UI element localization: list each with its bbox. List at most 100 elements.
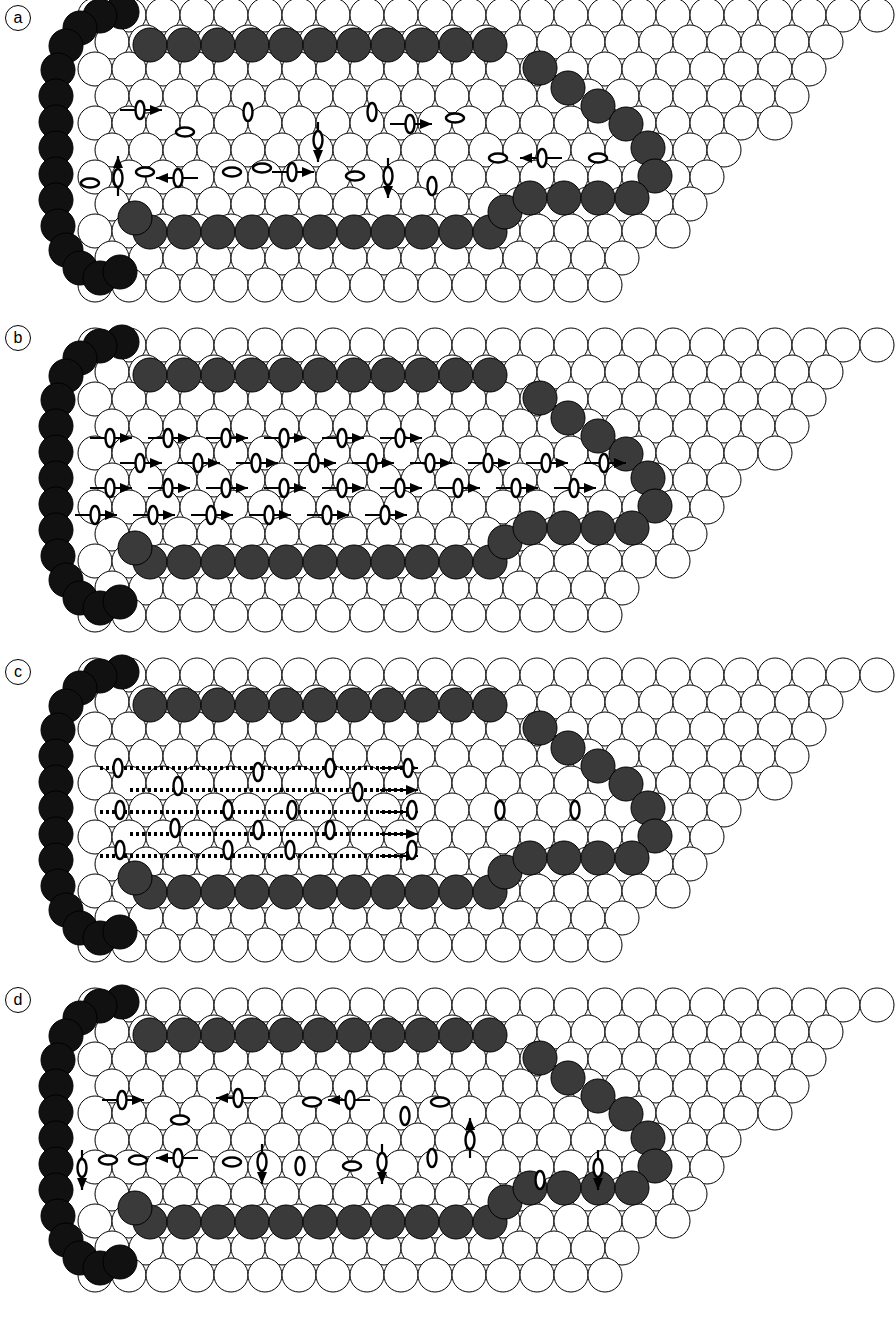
terrace-edge-atom [103,915,137,949]
step-edge-atom [371,1018,405,1052]
step-edge-atom [473,28,507,62]
surface-atom [656,544,690,578]
step-edge-atom [235,1018,269,1052]
adsorbed-molecule [286,841,295,859]
step-edge-atom [269,545,303,579]
arrow-head [352,433,364,443]
step-edge-atom [167,1018,201,1052]
adsorbed-molecule [408,801,417,819]
adsorbed-molecule [254,821,263,839]
step-edge-atom [167,545,201,579]
surface-atom [248,598,282,632]
adsorbed-molecule [384,167,393,185]
adsorbed-molecule [99,1156,117,1165]
step-edge-atom [201,875,235,909]
surface-atom [452,1258,486,1292]
step-edge-atom [371,688,405,722]
arrow-head [440,458,452,468]
panel-label: c [5,659,31,685]
arrow-head [216,1093,228,1103]
surface-atom [486,598,520,632]
arrow-head [328,1095,340,1105]
step-edge-atom [133,28,167,62]
step-edge-atom [405,875,439,909]
step-edge-atom [303,545,337,579]
step-edge-atom [405,545,439,579]
step-edge-atom [547,841,581,875]
surface-atom [860,658,894,692]
surface-atom [520,1258,554,1292]
step-edge-atom [235,688,269,722]
surface-atom [282,268,316,302]
step-edge-atom [337,1205,371,1239]
surface-atom [384,268,418,302]
arrow-head [266,458,278,468]
surface-atom [384,928,418,962]
step-edge-atom [337,28,371,62]
step-edge-atom [547,1171,581,1205]
terrace-edge-atom [103,1245,137,1279]
adsorbed-molecule [280,429,289,447]
surface-atom [248,928,282,962]
step-edge-atom [371,28,405,62]
surface-atom [214,268,248,302]
surface-atom [758,1096,792,1130]
surface-atom [384,598,418,632]
adsorbed-molecule [224,841,233,859]
adsorbed-molecule [114,169,123,187]
adsorbed-molecule [338,479,347,497]
step-edge-atom [439,215,473,249]
surface-atom [214,1258,248,1292]
step-edge-atom [615,181,649,215]
surface-atom [316,928,350,962]
adsorbed-molecule [446,114,464,123]
adsorbed-molecule [253,164,271,173]
adsorbed-molecule [338,429,347,447]
adsorbed-molecule [570,479,579,497]
adsorbed-molecule [136,101,145,119]
arrow-head [352,483,364,493]
step-edge-atom [201,1205,235,1239]
step-edge-atom [303,358,337,392]
terrace-edge-atom [103,255,137,289]
adsorbed-molecule [194,454,203,472]
step-edge-atom [551,731,585,765]
step-edge-atom [269,688,303,722]
adsorbed-molecule [404,759,413,777]
surface-atom [588,1258,622,1292]
adsorbed-molecule [118,1091,127,1109]
arrow-head [132,1095,144,1105]
step-edge-atom [439,875,473,909]
surface-atom [418,268,452,302]
adsorbed-molecule [136,454,145,472]
dotted-track [100,854,410,858]
step-edge-atom [201,1018,235,1052]
step-edge-atom [303,1205,337,1239]
surface-atom [554,598,588,632]
step-edge-atom [235,358,269,392]
step-edge-atom [303,1018,337,1052]
surface-atom [656,874,690,908]
adsorbed-molecule [223,1158,241,1167]
step-edge-atom [513,841,547,875]
step-edge-atom [513,1171,547,1205]
step-edge-atom [235,875,269,909]
step-edge-atom [439,545,473,579]
arrow-head [208,458,220,468]
adsorbed-molecule [91,506,100,524]
step-edge-atom [269,358,303,392]
adsorbed-molecule [428,1149,437,1167]
adsorbed-molecule [381,506,390,524]
surface-atom [758,436,792,470]
arrow-head [257,1172,267,1184]
surface-atom [554,928,588,962]
step-edge-atom [167,875,201,909]
arrow-head [77,1178,87,1190]
surface-atom [452,928,486,962]
step-edge-atom [303,215,337,249]
step-edge-atom [581,841,615,875]
adsorbed-molecule [536,1171,545,1189]
arrow-head [236,433,248,443]
arrow-head [410,483,422,493]
adsorbed-molecule [254,763,263,781]
